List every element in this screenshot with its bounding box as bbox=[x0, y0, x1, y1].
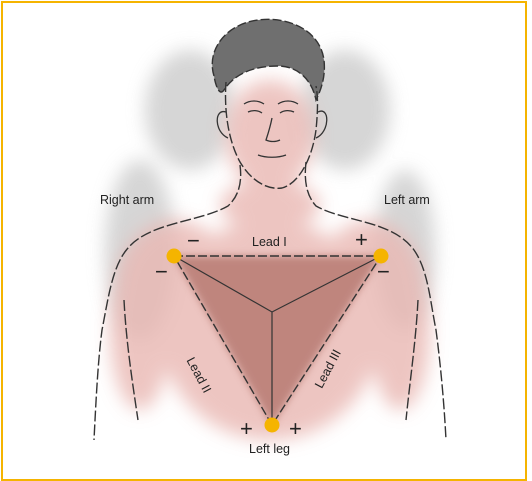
sign-left-arm-bottom: − bbox=[377, 261, 390, 283]
sign-right-arm-top: − bbox=[187, 230, 200, 252]
electrode-right-arm bbox=[167, 249, 182, 264]
sign-left-leg-left: + bbox=[240, 418, 253, 440]
sign-right-arm-bottom: − bbox=[155, 261, 168, 283]
einthoven-diagram bbox=[0, 0, 532, 465]
label-lead-1: Lead I bbox=[252, 235, 287, 249]
label-right-arm: Right arm bbox=[100, 193, 154, 207]
sign-left-arm-top: + bbox=[355, 229, 368, 251]
electrode-left-leg bbox=[265, 418, 280, 433]
label-left-leg: Left leg bbox=[249, 442, 290, 456]
sign-left-leg-right: + bbox=[289, 418, 302, 440]
label-left-arm: Left arm bbox=[384, 193, 430, 207]
